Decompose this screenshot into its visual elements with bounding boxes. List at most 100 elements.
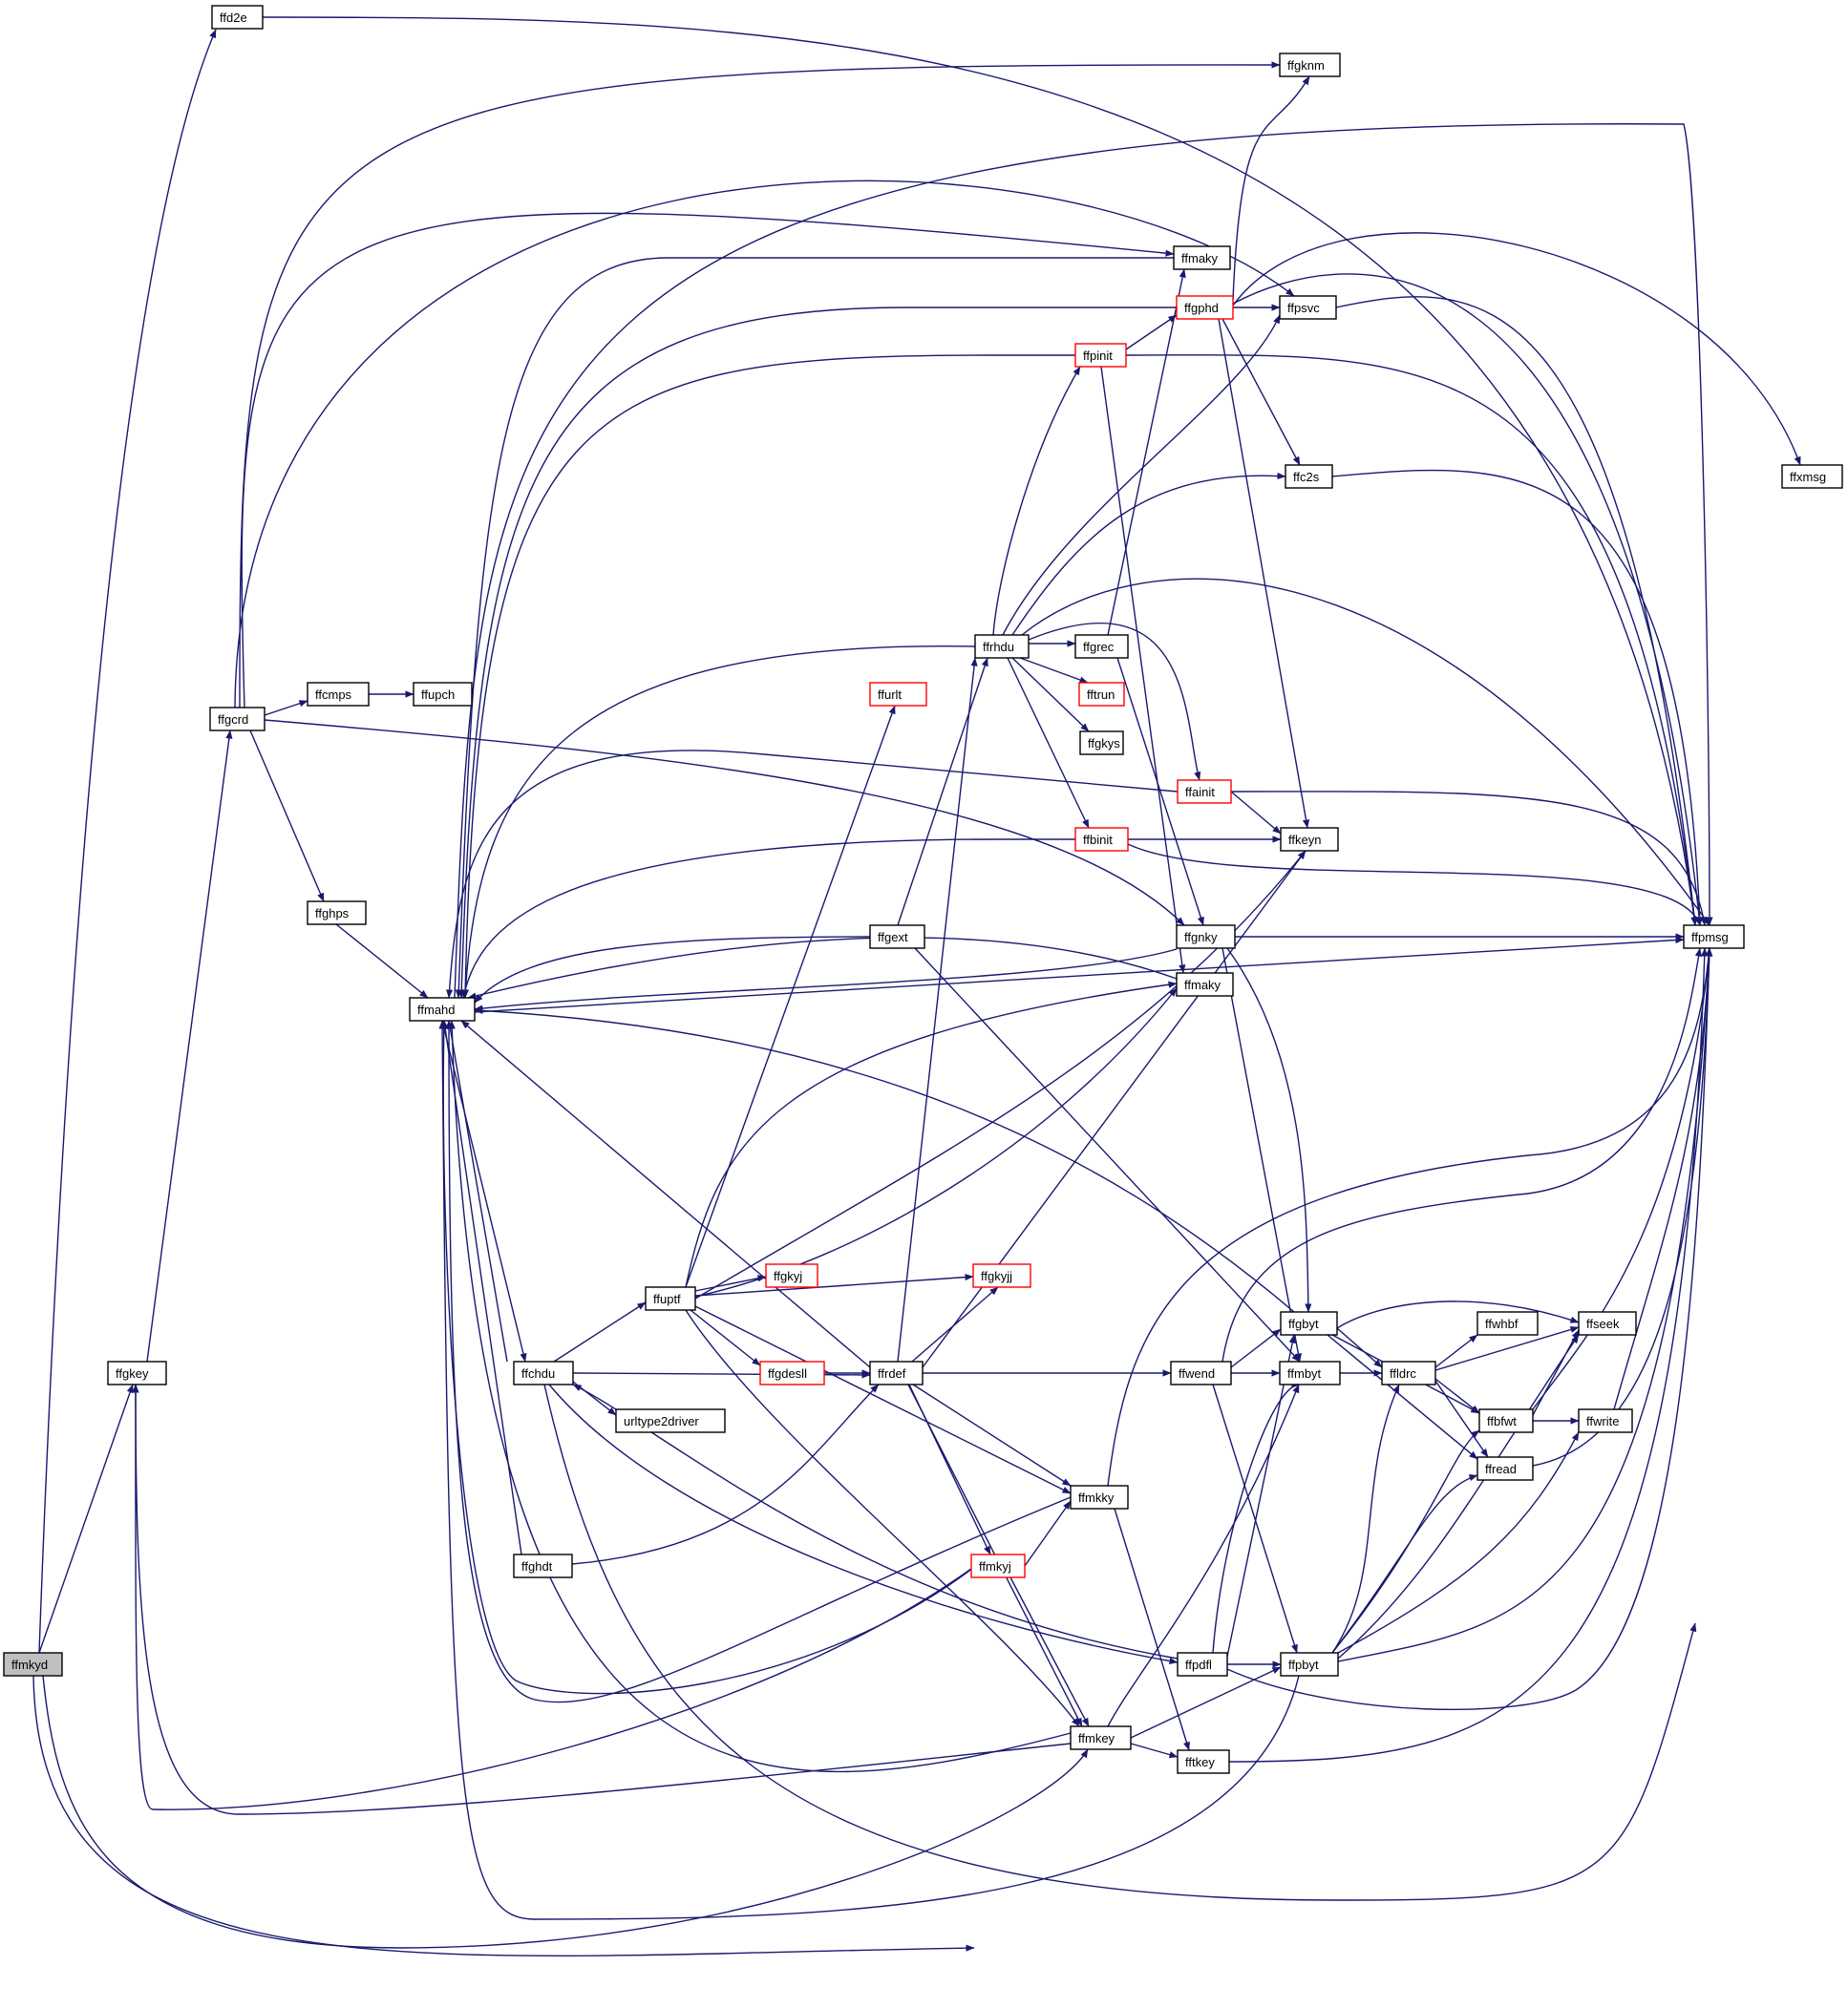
node-label: ffpinit — [1083, 349, 1113, 363]
call-edge-arrow — [694, 850, 1306, 1300]
node-ffgext[interactable]: ffgext — [869, 924, 925, 949]
node-label: ffmkky — [1078, 1491, 1115, 1505]
node-label: ffrdef — [878, 1366, 906, 1381]
node-ffrdef[interactable]: ffrdef — [869, 1361, 924, 1385]
call-edge-arrow — [897, 657, 978, 1363]
node-urltype2driver[interactable]: urltype2driver — [615, 1408, 726, 1433]
node-ffgknm[interactable]: ffgknm — [1279, 53, 1341, 77]
node-ffmkky[interactable]: ffmkky — [1070, 1485, 1129, 1510]
node-label: ffgknm — [1287, 58, 1325, 73]
node-ffmkyd[interactable]: ffmkyd — [3, 1652, 63, 1677]
node-ffmaky2[interactable]: ffmaky — [1176, 972, 1234, 997]
node-ffpbyt[interactable]: ffpbyt — [1280, 1652, 1339, 1677]
call-edge-arrow — [1336, 1327, 1383, 1368]
node-ffmkyj[interactable]: ffmkyj — [970, 1554, 1026, 1578]
node-ffpmsg[interactable]: ffpmsg — [1683, 924, 1745, 949]
node-ffwhbf[interactable]: ffwhbf — [1476, 1311, 1539, 1336]
node-ffcmps[interactable]: ffcmps — [307, 682, 370, 707]
call-edge-arrow — [234, 180, 1295, 708]
call-edge-arrow — [1331, 1384, 1400, 1654]
call-edge-arrow — [1107, 947, 1712, 1487]
node-ffgnky[interactable]: ffgnky — [1176, 924, 1236, 949]
call-edge-arrow — [694, 1305, 1072, 1494]
node-fftkey[interactable]: fftkey — [1177, 1749, 1230, 1774]
node-ffwrite[interactable]: ffwrite — [1578, 1408, 1633, 1433]
node-ffldrc[interactable]: ffldrc — [1381, 1361, 1436, 1385]
node-ffgrec[interactable]: ffgrec — [1074, 634, 1129, 659]
node-ffainit[interactable]: ffainit — [1177, 779, 1232, 804]
node-ffghps[interactable]: ffghps — [307, 900, 367, 925]
node-ffc2s[interactable]: ffc2s — [1285, 464, 1333, 489]
node-label: ffgdesll — [768, 1366, 807, 1381]
node-ffmkey[interactable]: ffmkey — [1070, 1725, 1132, 1750]
node-ffgbyt[interactable]: ffgbyt — [1280, 1311, 1338, 1336]
call-edge-arrow — [249, 730, 325, 902]
node-ffupch[interactable]: ffupch — [413, 682, 473, 707]
node-ffxmsg[interactable]: ffxmsg — [1781, 464, 1843, 489]
node-ffseek[interactable]: ffseek — [1578, 1311, 1637, 1336]
call-edge-arrow — [460, 1020, 871, 1368]
node-ffghdt[interactable]: ffghdt — [513, 1554, 573, 1578]
node-label: ffseek — [1586, 1317, 1620, 1331]
node-ffmahd[interactable]: ffmahd — [409, 997, 476, 1022]
node-label: ffc2s — [1293, 470, 1320, 484]
node-ffmaky1[interactable]: ffmaky — [1173, 245, 1231, 270]
node-layer: ffmkyd ffd2e ffgknm ffmaky ffgphd ffpsvc… — [3, 5, 1843, 1774]
call-edge-arrow — [1226, 947, 1312, 1313]
node-ffgkyj[interactable]: ffgkyj — [765, 1263, 818, 1288]
call-edge-arrow — [1212, 1384, 1298, 1654]
call-edge-arrow — [1024, 1500, 1072, 1567]
node-ffgkys[interactable]: ffurlt — [869, 682, 927, 707]
node-label: ffcmps — [315, 687, 352, 702]
call-edge-arrow — [335, 923, 429, 999]
node-ffgkey[interactable]: ffgkey — [107, 1361, 167, 1385]
call-edge-arrow — [1212, 1381, 1301, 1654]
call-edge-arrow — [1230, 791, 1282, 835]
node-label: ffgkey — [116, 1366, 149, 1381]
call-edge-arrow — [1221, 318, 1301, 466]
node-ffpsvc[interactable]: ffpsvc — [1279, 295, 1337, 320]
node-ffbinit[interactable]: ffbinit — [1074, 827, 1129, 852]
node-ffchdu[interactable]: ffchdu — [513, 1361, 574, 1385]
node-ffpinit[interactable]: ffpinit — [1074, 343, 1127, 368]
call-edge-arrow — [1331, 469, 1704, 926]
node-ffurlt[interactable]: ffgkys — [1079, 730, 1124, 755]
node-label: ffrhdu — [983, 640, 1014, 654]
call-edge-arrow — [1226, 947, 1713, 1710]
node-ffgdesll[interactable]: ffgdesll — [759, 1361, 825, 1385]
call-edge-arrow — [1327, 1334, 1478, 1460]
call-edge-arrow — [1232, 232, 1801, 466]
call-edge-arrow — [1331, 1429, 1480, 1654]
call-edge-arrow — [474, 936, 1685, 1013]
node-label: ffgkyj — [774, 1269, 802, 1283]
call-edge-arrow — [239, 61, 1281, 708]
node-label: ffgrec — [1083, 640, 1115, 654]
node-label: ffwhbf — [1485, 1317, 1519, 1331]
node-ffbfwt[interactable]: ffbfwt — [1478, 1408, 1534, 1433]
call-edge-arrow — [572, 1381, 617, 1416]
node-label: ffread — [1485, 1462, 1517, 1476]
node-ffread[interactable]: ffread — [1476, 1456, 1534, 1481]
node-fftrun[interactable]: fftrun — [1078, 682, 1125, 707]
node-ffgkyjj[interactable]: ffgkyjj — [972, 1263, 1031, 1288]
node-ffpdfl[interactable]: ffpdfl — [1177, 1652, 1228, 1677]
node-ffgcrd[interactable]: ffgcrd — [209, 707, 266, 731]
call-edge-arrow — [241, 212, 1175, 708]
node-ffd2e[interactable]: ffd2e — [211, 5, 264, 30]
call-edge-arrow — [461, 838, 1075, 999]
node-ffuptf[interactable]: ffuptf — [645, 1286, 696, 1311]
call-edge-arrow — [440, 1020, 991, 1695]
call-edge-arrow — [455, 257, 1174, 999]
node-label: ffmkey — [1078, 1731, 1115, 1745]
node-ffrhdu[interactable]: ffrhdu — [974, 634, 1030, 659]
node-label: ffuptf — [653, 1292, 681, 1306]
node-ffgphd[interactable]: ffgphd — [1176, 295, 1234, 320]
node-ffwend[interactable]: ffwend — [1170, 1361, 1232, 1385]
node-label: ffxmsg — [1790, 470, 1826, 484]
node-ffmbyt[interactable]: ffmbyt — [1279, 1361, 1341, 1385]
node-label: ffgext — [878, 930, 908, 944]
node-ffkeyn[interactable]: ffkeyn — [1280, 827, 1339, 852]
node-label: ffupch — [421, 687, 455, 702]
call-edge-arrow — [1116, 657, 1204, 926]
node-label: ffmahd — [417, 1003, 456, 1017]
